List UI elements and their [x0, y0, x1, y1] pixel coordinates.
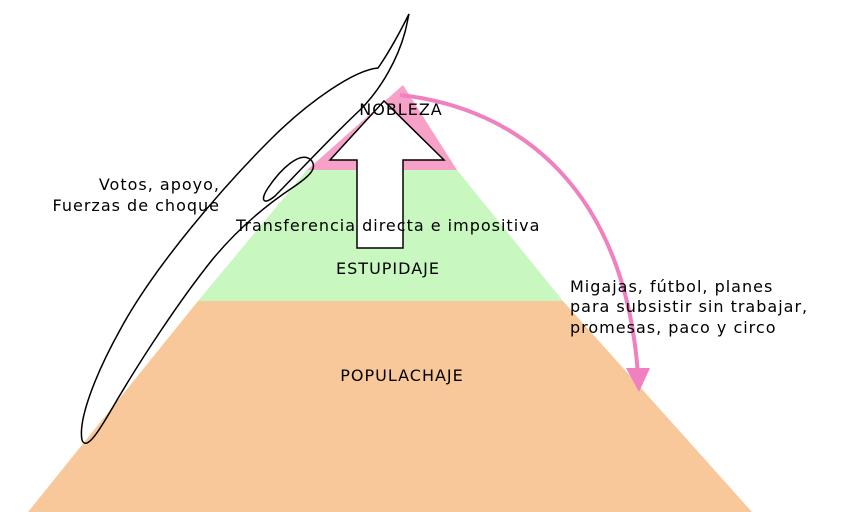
- block-up-arrow-icon: [328, 99, 446, 249]
- right-annotation-line3: promesas, paco y circo: [570, 318, 777, 337]
- tier-populachaje: [28, 301, 752, 512]
- freehand-loop-icon: [80, 13, 410, 444]
- tier-label-populachaje: POPULACHAJE: [340, 366, 464, 385]
- tier-label-nobleza: NOBLEZA: [359, 100, 443, 119]
- transfer-label: Transferencia directa e impositiva: [236, 216, 541, 235]
- right-annotation-line2: para subsistir sin trabajar,: [570, 297, 809, 316]
- tier-label-estupidaje: ESTUPIDAJE: [336, 259, 440, 278]
- right-annotation-line1: Migajas, fútbol, planes: [570, 277, 774, 296]
- left-annotation-line1: Votos, apoyo,: [98, 175, 220, 194]
- left-annotation-line2: Fuerzas de choque: [52, 196, 220, 215]
- curved-arrow-head-icon: [626, 368, 650, 392]
- curved-down-arrow-icon: [399, 93, 640, 376]
